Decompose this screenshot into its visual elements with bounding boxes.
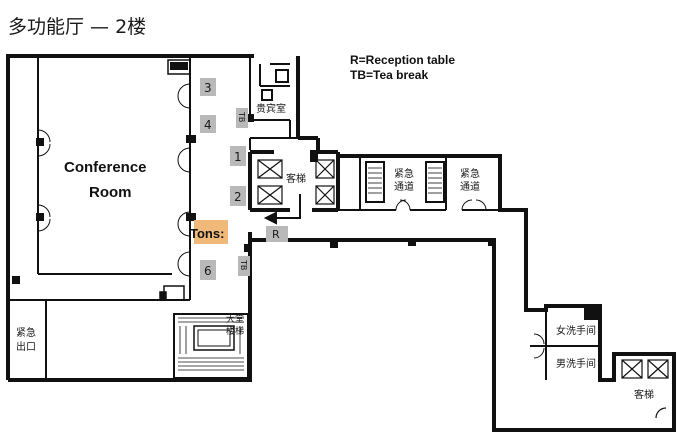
reception-marker-text: R	[272, 228, 280, 241]
booth-3: 3	[200, 78, 216, 96]
booth-1-number: 1	[234, 150, 242, 164]
legend-reception: R=Reception table	[350, 53, 455, 67]
conference-room-label-line2: Room	[89, 184, 132, 201]
womens-restroom-label: 女洗手间	[556, 324, 596, 337]
lobby-stair-label-line1: 大堂	[226, 313, 244, 325]
lobby-staircase	[173, 313, 249, 379]
tea-break-top-text: TB	[237, 111, 246, 122]
restroom-doors	[533, 333, 545, 359]
highlight-booth	[194, 220, 228, 244]
emergency-passage-1-line1: 紧急	[394, 167, 414, 180]
elevator-cars	[257, 159, 335, 205]
booth-3-number: 3	[204, 81, 212, 95]
conference-room-label-line1: Conference	[64, 159, 147, 176]
right-elevator	[621, 359, 669, 419]
restroom-walls	[530, 310, 600, 380]
emergency-exit-line1: 紧急	[16, 326, 36, 339]
service-counter	[159, 59, 191, 301]
page-title: 多功能厅 — 2楼	[8, 16, 146, 38]
emergency-passage-1-line2: 通道	[394, 180, 414, 193]
elevator-core	[248, 150, 340, 212]
stair-treads	[368, 167, 442, 194]
reception-marker: R	[266, 226, 288, 242]
corridor-walls	[250, 154, 676, 432]
legend-tea-break: TB=Tea break	[350, 68, 428, 82]
booth-2: 2	[230, 186, 246, 206]
emergency-passage-2-line1: 紧急	[460, 167, 480, 180]
main-outer-wall	[6, 54, 320, 382]
highlight-booth-label: Tons:	[190, 226, 224, 241]
booth-6-number: 6	[204, 264, 212, 278]
emergency-exit-line2: 出口	[16, 340, 36, 353]
booth-2-number: 2	[234, 190, 242, 204]
emergency-stairs	[338, 156, 500, 211]
stair-doors	[395, 199, 487, 211]
tea-break-marker-bottom: TB	[238, 256, 250, 276]
booth-4: 4	[200, 115, 216, 133]
tea-break-bottom-text: TB	[239, 259, 248, 270]
tea-break-marker-top: TB	[236, 108, 248, 128]
direction-arrow	[263, 194, 301, 225]
lobby-stair-label-line2: 楼梯	[226, 325, 244, 337]
emergency-passage-2-line2: 通道	[460, 180, 480, 193]
vip-room-label: 贵宾室	[256, 102, 286, 115]
lobby-stair-treads	[178, 317, 244, 371]
main-elevator-label: 客梯	[286, 172, 306, 185]
vip-room-walls	[249, 56, 298, 150]
booth-4-number: 4	[204, 118, 212, 132]
door-swings	[37, 83, 191, 277]
booth-1: 1	[230, 146, 246, 166]
right-elevator-label: 客梯	[634, 388, 654, 401]
mens-restroom-label: 男洗手间	[556, 357, 596, 370]
booth-6: 6	[200, 260, 216, 280]
